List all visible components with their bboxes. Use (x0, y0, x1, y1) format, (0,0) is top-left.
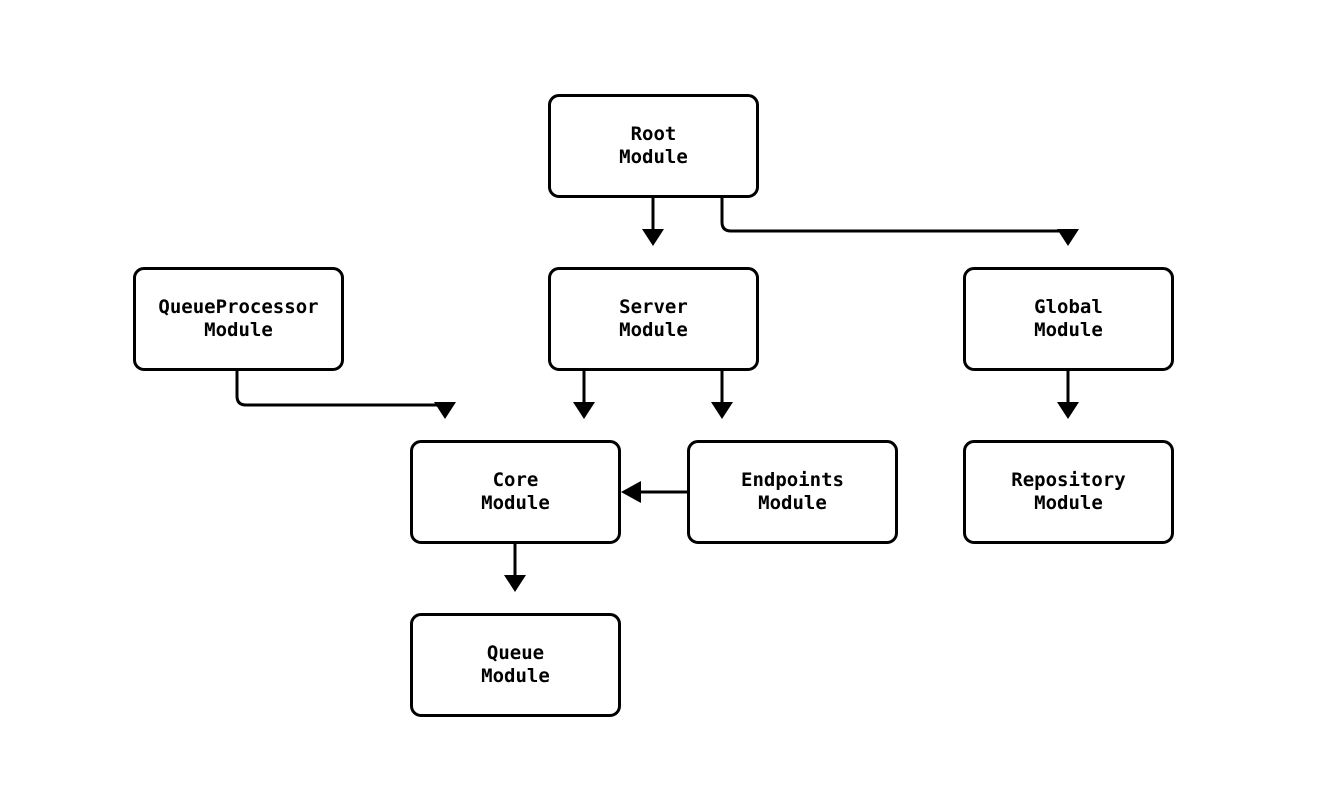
node-endpoints-module-line2: Module (758, 492, 827, 514)
node-repository-module-line2: Module (1034, 492, 1103, 514)
node-server-module-line1: Server (619, 296, 688, 318)
node-endpoints-module[interactable]: Endpoints Module (687, 440, 898, 544)
node-global-module[interactable]: Global Module (963, 267, 1174, 371)
edge-server-to-endpoints (711, 371, 733, 419)
node-core-module-line1: Core (492, 469, 539, 491)
node-core-module-line2: Module (481, 492, 550, 514)
node-root-module[interactable]: Root Module (548, 94, 759, 198)
node-queue-module-line2: Module (481, 665, 550, 687)
node-global-module-line1: Global (1034, 296, 1103, 318)
node-root-module-line1: Root (630, 123, 677, 145)
node-root-module-line2: Module (619, 146, 688, 168)
node-queueprocessor-module-line1: QueueProcessor (158, 296, 319, 318)
node-queueprocessor-module[interactable]: QueueProcessor Module (133, 267, 344, 371)
node-repository-module[interactable]: Repository Module (963, 440, 1174, 544)
edge-root-to-server (642, 198, 664, 246)
node-server-module[interactable]: Server Module (548, 267, 759, 371)
node-repository-module-line1: Repository (1011, 469, 1126, 491)
edge-global-to-repository (1057, 371, 1079, 419)
node-endpoints-module-line1: Endpoints (741, 469, 844, 491)
edge-server-to-core (573, 371, 595, 419)
node-queueprocessor-module-line2: Module (204, 319, 273, 341)
edge-core-to-queue (504, 544, 526, 592)
edge-queueprocessor-to-core (235, 371, 456, 419)
node-server-module-line2: Module (619, 319, 688, 341)
edge-root-to-global (720, 198, 1079, 246)
edge-endpoints-to-core (621, 481, 687, 503)
node-queue-module-line1: Queue (486, 642, 545, 664)
node-global-module-line2: Module (1034, 319, 1103, 341)
node-core-module[interactable]: Core Module (410, 440, 621, 544)
node-queue-module[interactable]: Queue Module (410, 613, 621, 717)
